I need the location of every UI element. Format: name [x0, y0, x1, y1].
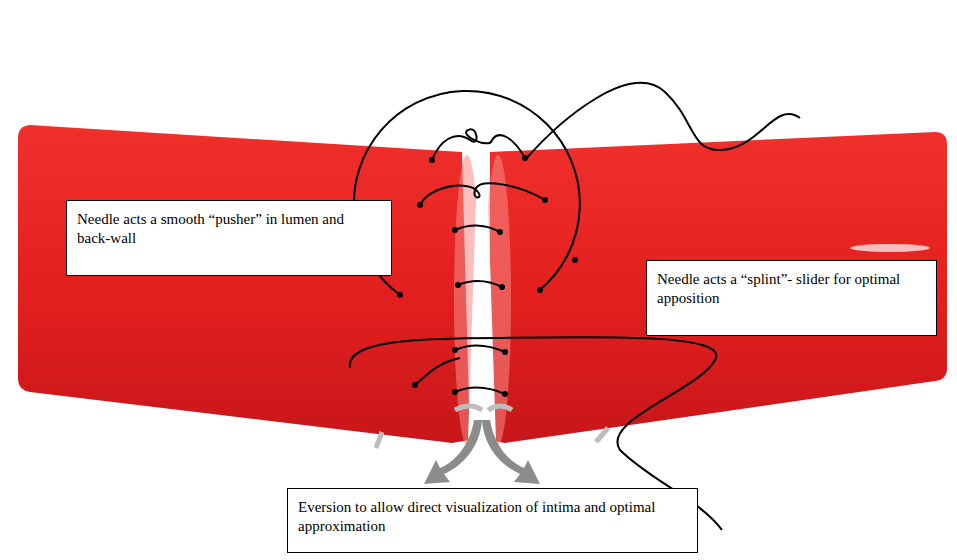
callout-text: Eversion to allow direct visualization o… — [298, 498, 687, 536]
callout-box: Needle acts a smooth “pusher” in lumen a… — [66, 200, 392, 276]
highlight — [850, 244, 930, 252]
callout-text: Needle acts a smooth “pusher” in lumen a… — [77, 210, 381, 248]
suture-dots — [397, 155, 578, 397]
eversion-arrows — [424, 420, 540, 484]
callout-box: Eversion to allow direct visualization o… — [287, 488, 698, 553]
callout-box: Needle acts a “splint”- slider for optim… — [646, 260, 937, 336]
callout-text: Needle acts a “splint”- slider for optim… — [657, 270, 926, 308]
vessel-left — [18, 125, 470, 443]
vessel-right — [490, 132, 947, 443]
